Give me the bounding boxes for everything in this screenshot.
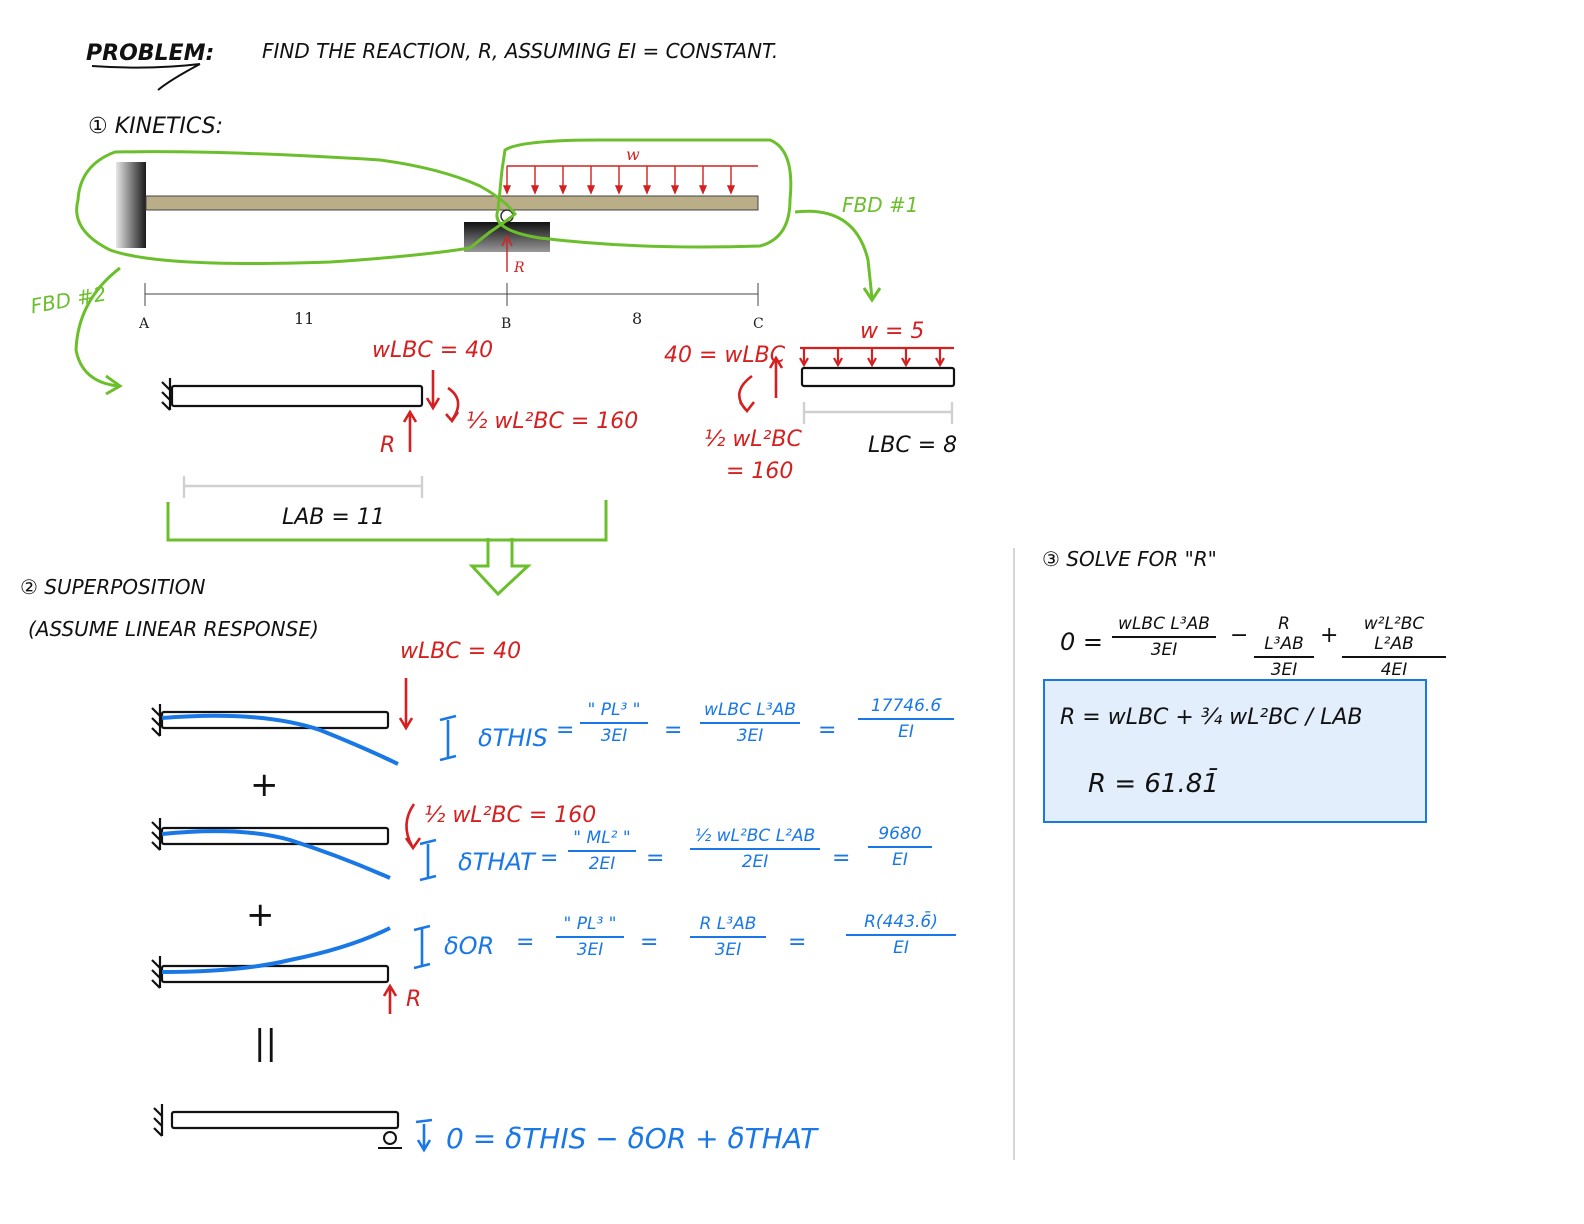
fbd1-beam-sketch [800, 366, 956, 388]
fbd1-length-label: LBC = 8 [868, 433, 957, 458]
case1-eq-2: = [664, 718, 683, 743]
fbd1-force-arrow [768, 355, 784, 398]
case2-eq-1: = [540, 846, 559, 871]
case3-result: R(443.6̄)EI [846, 912, 956, 958]
fbd2-length-dim [182, 476, 424, 498]
reaction-arrow [501, 234, 513, 272]
fbd2-reaction-arrow [402, 409, 418, 452]
case1-deflection-marker [439, 714, 457, 762]
dimension-line [144, 283, 759, 306]
case2-formula: " ML² "2EI [568, 828, 636, 874]
superposition-subheading: (ASSUME LINEAR RESPONSE) [28, 617, 319, 641]
fbd1-load-label: w = 5 [860, 319, 924, 344]
case3-reaction-label: R [406, 987, 421, 1012]
case1-load-label: wLBC = 40 [400, 639, 521, 664]
case1-delta: δTHIS [478, 724, 548, 752]
fbd1-load-arrows [799, 346, 954, 368]
problem-heading: PROBLEM: [86, 41, 214, 66]
span-bc: 8 [632, 309, 642, 328]
case3-delta: δOR [444, 932, 494, 960]
fbd1-arrow [794, 209, 874, 299]
case2-eq-2: = [646, 846, 665, 871]
fbd1-outline [495, 138, 793, 249]
result-box [1043, 679, 1427, 823]
load-label: w [626, 145, 640, 164]
fbd2-beam-sketch [161, 378, 424, 411]
span-ab: 11 [294, 309, 314, 328]
eq-minus: − [1230, 623, 1248, 648]
fbd2-force-arrow [425, 370, 441, 411]
plus-sign-2: + [246, 895, 275, 935]
case3-eq-3: = [788, 930, 807, 955]
case2-moment-arrow [404, 803, 422, 851]
case3-eq-1: = [516, 930, 535, 955]
beam [145, 195, 759, 211]
case2-load-label: ½ wL²BC = 160 [424, 803, 596, 828]
kinetics-heading: ① KINETICS: [88, 114, 223, 139]
fbd1-moment-arrow [738, 374, 756, 414]
fbd1-moment-line2: = 160 [726, 459, 793, 484]
down-arrow-icon [468, 538, 532, 597]
equals-sign: || [254, 1023, 277, 1063]
case1-formula: " PL³ "3EI [580, 700, 648, 746]
case2-eq-3: = [832, 846, 851, 871]
plus-sign-1: + [250, 765, 279, 805]
eq-zero: 0 = [1060, 628, 1103, 656]
point-b: B [501, 316, 511, 332]
result-formula: R = wLBC + ¾ wL²BC / LAB [1060, 705, 1362, 730]
case3-deflection-marker [413, 924, 431, 970]
fbd2-length-label: LAB = 11 [282, 505, 385, 530]
case1-load-arrow [398, 678, 414, 731]
superposition-heading: ② SUPERPOSITION [20, 575, 205, 599]
result-value: R = 61.81̄ [1088, 767, 1219, 799]
problem-statement: FIND THE REACTION, R, ASSUMING EI = CONS… [262, 39, 778, 63]
case1-result: 17746.6̄EI [858, 696, 954, 742]
solve-heading: ③ SOLVE FOR "R" [1042, 547, 1217, 571]
case1-beam-sketch [151, 704, 399, 766]
fbd1-moment-line1: ½ wL²BC [704, 427, 802, 452]
case2-beam-sketch [151, 818, 391, 880]
case3-formula: " PL³ "3EI [556, 914, 624, 960]
fbd2-bracket [166, 500, 608, 542]
case3-eq-2: = [640, 930, 659, 955]
case3-reaction-arrow [382, 983, 398, 1014]
case2-delta: δTHAT [458, 848, 537, 876]
fbd2-moment-label: ½ wL²BC = 160 [466, 409, 638, 434]
point-c: C [753, 316, 764, 332]
fbd1-label: FBD #1 [842, 193, 918, 217]
case2-deflection-marker [419, 838, 437, 882]
distributed-load-arrows [502, 165, 758, 195]
compatibility-equation: 0 = δTHIS − δOR + δTHAT [446, 1122, 819, 1155]
fixed-wall-icon [116, 162, 146, 248]
fbd2-moment-arrow [445, 386, 460, 424]
point-a: A [138, 316, 150, 332]
fbd2-reaction-label: R [380, 433, 395, 458]
compat-arrow [415, 1118, 433, 1153]
fbd2-label: FBD #2 [29, 281, 108, 318]
reaction-label: R [513, 260, 525, 276]
fbd2-force-label: wLBC = 40 [372, 338, 493, 363]
case3-beam-sketch [151, 926, 391, 989]
case1-eq-1: = [556, 718, 575, 743]
propped-beam-sketch [153, 1104, 402, 1149]
case1-eq-3: = [818, 718, 837, 743]
fbd2-arrow [74, 266, 121, 388]
fbd1-length-dim [802, 402, 954, 424]
eq-plus: + [1320, 623, 1338, 648]
fbd1-force-label: 40 = wLBC [664, 343, 786, 368]
problem-underline [91, 63, 201, 91]
fbd2-outline [75, 150, 518, 265]
